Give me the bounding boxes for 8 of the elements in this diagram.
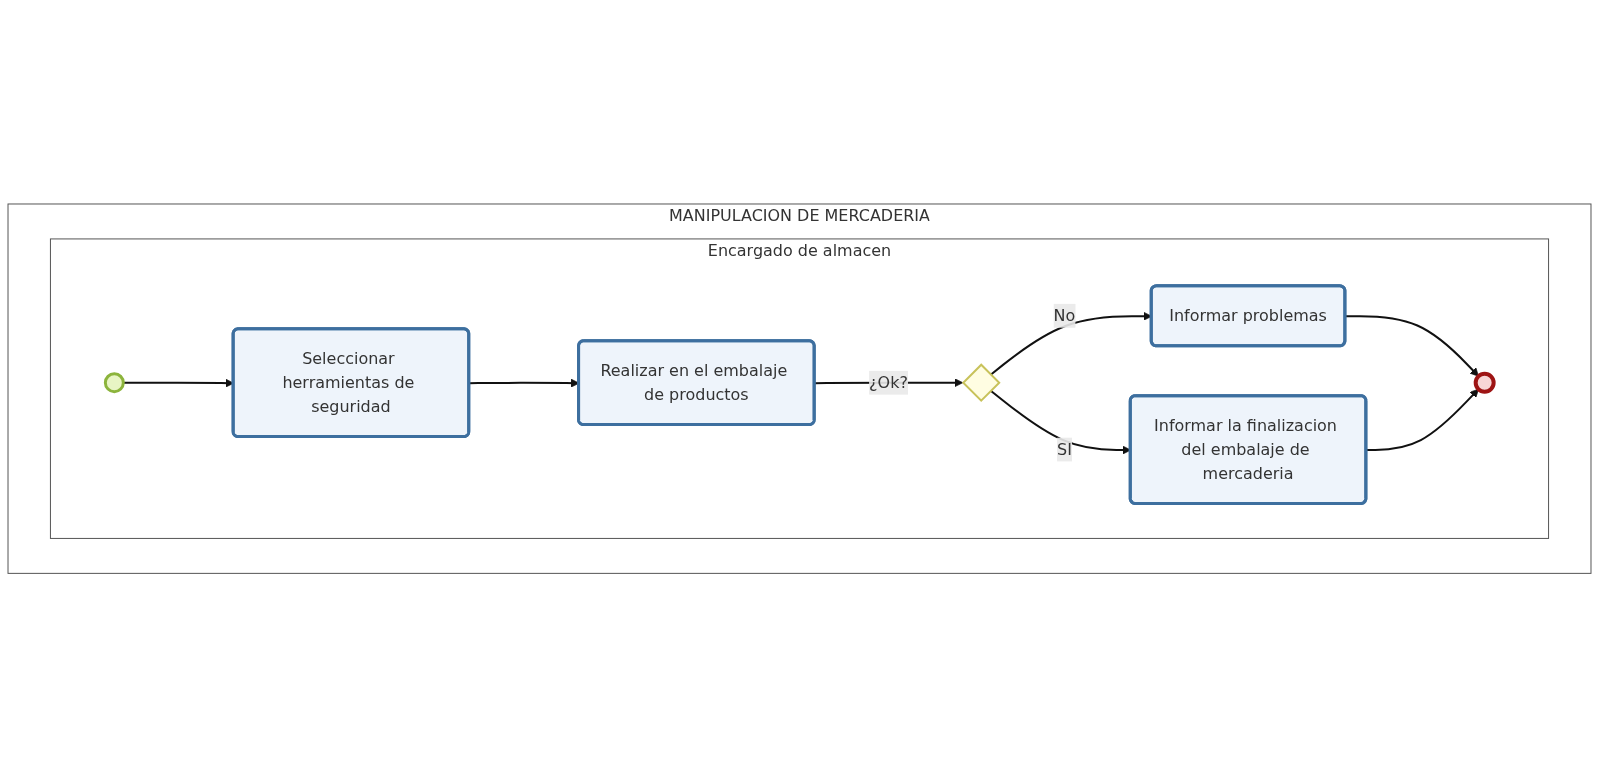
edge-label: SI	[1057, 439, 1072, 459]
node-circle	[103, 372, 125, 394]
edge-label: No	[1053, 306, 1076, 326]
node-diamond	[961, 363, 1001, 403]
edge-label: ¿Ok?	[869, 373, 908, 392]
arrow	[1365, 389, 1479, 452]
node-circle	[1473, 372, 1496, 394]
arrow	[1344, 315, 1479, 377]
